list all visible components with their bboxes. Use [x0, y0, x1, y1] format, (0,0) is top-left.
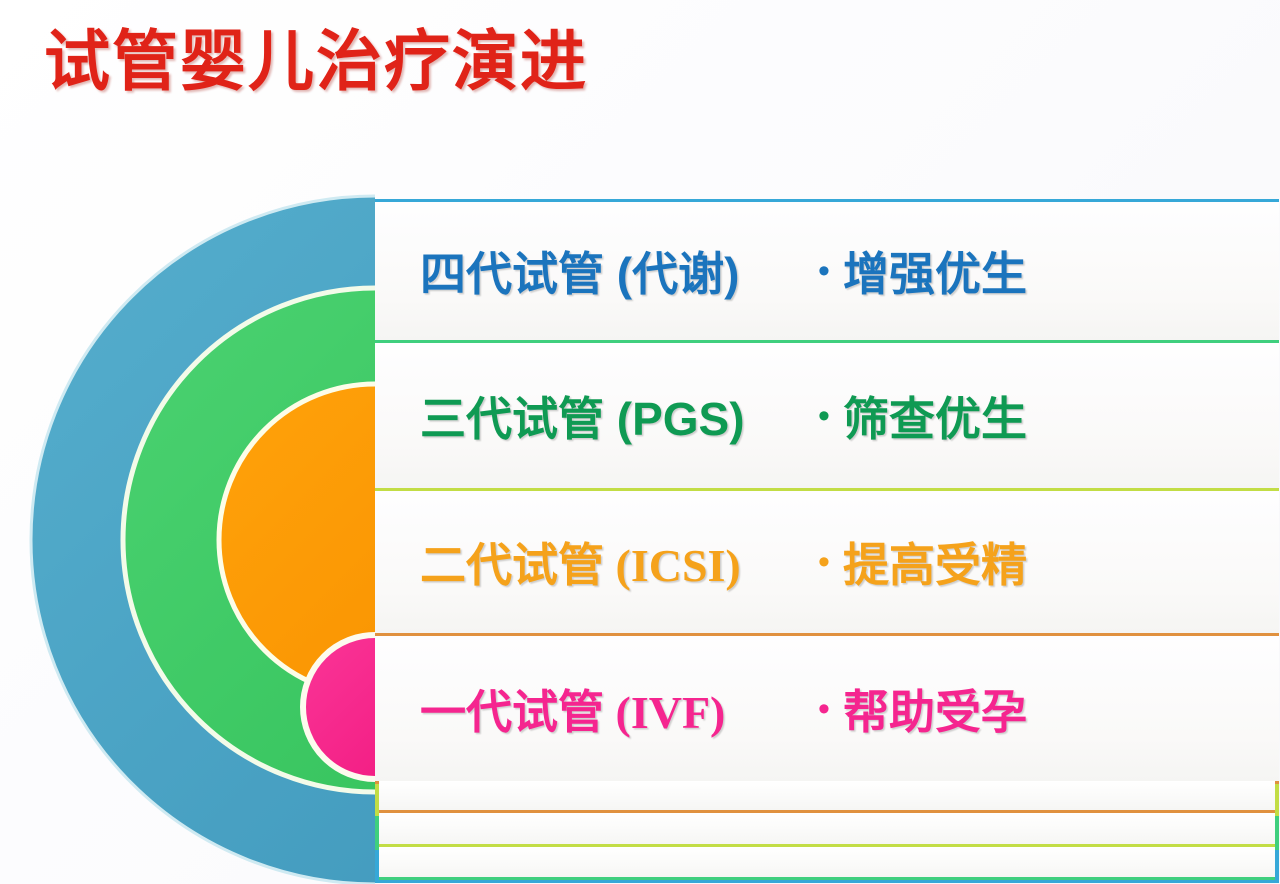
- table-row[interactable]: 一代试管 (IVF) • 帮助受孕: [375, 636, 1279, 781]
- generations-table: 四代试管 (代谢) • 增强优生 三代试管 (PGS) • 筛查优生 二代试管 …: [375, 199, 1279, 883]
- row-benefit-label: 帮助受孕: [843, 685, 1027, 738]
- band-tail-yellowgreen: [375, 813, 1279, 847]
- table-row[interactable]: 三代试管 (PGS) • 筛查优生: [375, 343, 1279, 488]
- row-generation-label: 二代试管 (ICSI): [420, 540, 741, 591]
- page-title: 试管婴儿治疗演进: [44, 24, 588, 98]
- band-tail-blue: [375, 880, 1279, 883]
- table-row[interactable]: 四代试管 (代谢) • 增强优生: [375, 202, 1279, 340]
- row-benefit-label: 提高受精: [843, 539, 1027, 591]
- row-generation-label: 三代试管 (PGS): [420, 392, 745, 445]
- band-tail-green: [375, 847, 1279, 880]
- bullet-icon: •: [818, 543, 830, 581]
- row-generation-label: 四代试管 (代谢): [420, 248, 740, 300]
- bullet-icon: •: [818, 252, 830, 290]
- band-tail-orange: [375, 781, 1279, 813]
- row-benefit-label: 增强优生: [843, 248, 1027, 300]
- bullet-icon: •: [818, 396, 830, 435]
- row-benefit-label: 筛查优生: [843, 392, 1027, 445]
- bullet-icon: •: [818, 689, 830, 728]
- row-generation-label: 一代试管 (IVF): [420, 686, 726, 738]
- table-row[interactable]: 二代试管 (ICSI) • 提高受精: [375, 491, 1279, 633]
